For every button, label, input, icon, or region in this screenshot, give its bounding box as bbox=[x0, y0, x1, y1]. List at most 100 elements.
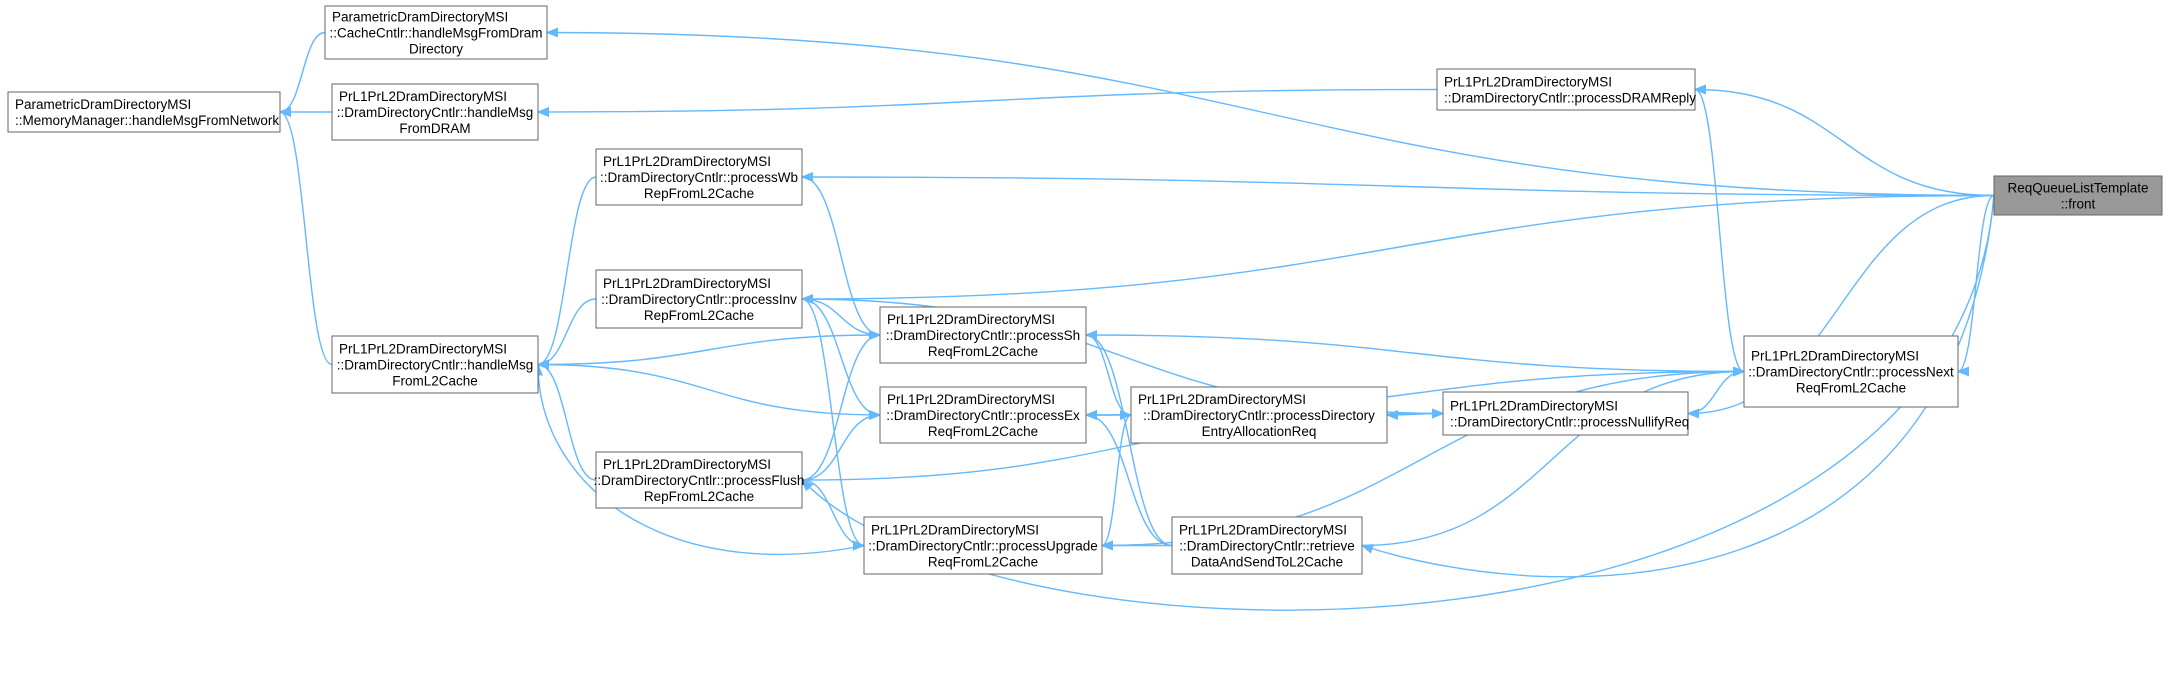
edge-processNext-calls-processDRAMReply bbox=[1694, 90, 1745, 373]
node-processDRAMReply[interactable]: PrL1PrL2DramDirectoryMSI::DramDirectoryC… bbox=[1436, 68, 1696, 111]
node-box bbox=[879, 386, 1087, 444]
node-label-line: PrL1PrL2DramDirectoryMSI bbox=[871, 523, 1039, 538]
node-box bbox=[1993, 175, 2163, 216]
node-label-line: ::DramDirectoryCntlr::handleMsg bbox=[337, 105, 534, 120]
edge-processFlush-calls-handleFromL2 bbox=[537, 365, 597, 481]
node-label-line: ::DramDirectoryCntlr::processUpgrade bbox=[868, 539, 1098, 554]
node-label-line: ParametricDramDirectoryMSI bbox=[15, 97, 191, 112]
node-processNext[interactable]: PrL1PrL2DramDirectoryMSI::DramDirectoryC… bbox=[1743, 335, 1959, 408]
node-label-line: ::DramDirectoryCntlr::processInv bbox=[601, 292, 797, 307]
edge-front-calls-processWb bbox=[802, 177, 1995, 197]
node-processDirAlloc[interactable]: PrL1PrL2DramDirectoryMSI::DramDirectoryC… bbox=[1130, 386, 1388, 444]
node-label-line: PrL1PrL2DramDirectoryMSI bbox=[339, 89, 507, 104]
node-front[interactable]: ReqQueueListTemplate::front bbox=[1993, 175, 2163, 216]
node-label-line: ::DramDirectoryCntlr::processNext bbox=[1748, 365, 1954, 380]
node-box bbox=[879, 306, 1087, 364]
node-label-line: ReqFromL2Cache bbox=[928, 344, 1038, 359]
node-cacheHandleDram[interactable]: ParametricDramDirectoryMSI::CacheCntlr::… bbox=[324, 5, 548, 60]
edge-processNullify-calls-processNext bbox=[1687, 372, 1745, 415]
node-label-line: ::front bbox=[2061, 197, 2096, 212]
edge-processDirAlloc-calls-processUpgrade bbox=[1101, 414, 1132, 546]
node-box bbox=[863, 516, 1103, 575]
edge-processFlush-calls-processUpgrade bbox=[801, 479, 865, 546]
node-label-line: ReqFromL2Cache bbox=[1796, 381, 1906, 396]
node-box bbox=[1130, 386, 1388, 444]
node-label-line: ::DramDirectoryCntlr::processSh bbox=[886, 328, 1080, 343]
edge-handleFromL2-calls-memMgr bbox=[279, 112, 333, 366]
edge-front-calls-cacheHandleDram bbox=[547, 33, 1995, 197]
node-processSh[interactable]: PrL1PrL2DramDirectoryMSI::DramDirectoryC… bbox=[879, 306, 1087, 364]
node-label-line: PrL1PrL2DramDirectoryMSI bbox=[887, 312, 1055, 327]
edge-processWb-calls-handleFromL2 bbox=[537, 176, 597, 365]
node-handleFromDram[interactable]: PrL1PrL2DramDirectoryMSI::DramDirectoryC… bbox=[331, 83, 539, 141]
edge-processEx-calls-handleFromL2 bbox=[538, 365, 881, 416]
node-box bbox=[1171, 516, 1363, 575]
node-processUpgrade[interactable]: PrL1PrL2DramDirectoryMSI::DramDirectoryC… bbox=[863, 516, 1103, 575]
node-label-line: PrL1PrL2DramDirectoryMSI bbox=[1751, 349, 1919, 364]
node-label-line: ::DramDirectoryCntlr::processEx bbox=[886, 408, 1080, 423]
edge-front-calls-processDRAMReply bbox=[1695, 90, 1995, 197]
node-box bbox=[324, 5, 548, 60]
node-label-line: ParametricDramDirectoryMSI bbox=[332, 10, 508, 25]
node-label-line: ReqFromL2Cache bbox=[928, 555, 1038, 570]
node-label-line: ::DramDirectoryCntlr::processFlush bbox=[594, 473, 805, 488]
node-label-line: PrL1PrL2DramDirectoryMSI bbox=[1179, 523, 1347, 538]
edge-retrieve-calls-processSh bbox=[1085, 335, 1173, 547]
edge-processInv-calls-processEx bbox=[801, 298, 881, 415]
node-box bbox=[1436, 68, 1696, 111]
node-processNullify[interactable]: PrL1PrL2DramDirectoryMSI::DramDirectoryC… bbox=[1442, 391, 1689, 436]
node-box bbox=[331, 335, 539, 394]
edge-processWb-calls-processSh bbox=[801, 176, 881, 335]
node-label-line: ::DramDirectoryCntlr::processDRAMReply bbox=[1444, 91, 1696, 106]
node-label-line: RepFromL2Cache bbox=[644, 308, 754, 323]
edge-processSh-calls-handleFromL2 bbox=[538, 334, 881, 365]
node-label-line: PrL1PrL2DramDirectoryMSI bbox=[1138, 392, 1306, 407]
node-label-line: PrL1PrL2DramDirectoryMSI bbox=[887, 392, 1055, 407]
edge-processUpgrade-calls-handleFromL2 bbox=[538, 365, 865, 555]
node-label-line: PrL1PrL2DramDirectoryMSI bbox=[1450, 399, 1618, 414]
node-label-line: ReqFromL2Cache bbox=[928, 424, 1038, 439]
edge-processInv-calls-processUpgrade bbox=[801, 298, 865, 546]
node-label-line: FromL2Cache bbox=[392, 374, 478, 389]
node-label-line: ::DramDirectoryCntlr::handleMsg bbox=[337, 358, 534, 373]
node-box bbox=[1743, 335, 1959, 408]
node-box bbox=[1442, 391, 1689, 436]
nodes-layer: ParametricDramDirectoryMSI::CacheCntlr::… bbox=[7, 5, 2163, 575]
edge-cacheHandleDram-calls-memMgr bbox=[279, 31, 326, 113]
node-processEx[interactable]: PrL1PrL2DramDirectoryMSI::DramDirectoryC… bbox=[879, 386, 1087, 444]
node-retrieve[interactable]: PrL1PrL2DramDirectoryMSI::DramDirectoryC… bbox=[1171, 516, 1363, 575]
edge-retrieve-calls-processEx bbox=[1086, 415, 1173, 547]
node-handleFromL2[interactable]: PrL1PrL2DramDirectoryMSI::DramDirectoryC… bbox=[331, 335, 539, 394]
node-label-line: RepFromL2Cache bbox=[644, 186, 754, 201]
node-processInv[interactable]: PrL1PrL2DramDirectoryMSI::DramDirectoryC… bbox=[595, 269, 803, 329]
node-label-line: RepFromL2Cache bbox=[644, 489, 754, 504]
node-label-line: ReqQueueListTemplate bbox=[2007, 181, 2148, 196]
node-label-line: ::DramDirectoryCntlr::processDirectory bbox=[1143, 408, 1375, 423]
node-box bbox=[595, 269, 803, 329]
node-box bbox=[595, 451, 803, 509]
node-label-line: PrL1PrL2DramDirectoryMSI bbox=[603, 457, 771, 472]
node-label-line: PrL1PrL2DramDirectoryMSI bbox=[603, 154, 771, 169]
node-processWb[interactable]: PrL1PrL2DramDirectoryMSI::DramDirectoryC… bbox=[595, 148, 803, 206]
node-box bbox=[7, 91, 281, 133]
node-label-line: ::CacheCntlr::handleMsgFromDram bbox=[329, 26, 542, 41]
edge-processFlush-calls-processEx bbox=[801, 415, 880, 481]
node-box bbox=[331, 83, 539, 141]
node-label-line: ::DramDirectoryCntlr::processWb bbox=[600, 170, 798, 185]
node-label-line: FromDRAM bbox=[399, 121, 470, 136]
edge-front-calls-processInv bbox=[802, 194, 1995, 300]
edge-front-calls-processNullify bbox=[1688, 194, 1995, 414]
edge-processInv-calls-processSh bbox=[801, 298, 880, 335]
node-label-line: ::DramDirectoryCntlr::retrieve bbox=[1179, 539, 1355, 554]
node-label-line: PrL1PrL2DramDirectoryMSI bbox=[603, 276, 771, 291]
edge-retrieve-calls-processNext bbox=[1361, 372, 1744, 547]
node-processFlush[interactable]: PrL1PrL2DramDirectoryMSI::DramDirectoryC… bbox=[594, 451, 805, 509]
node-label-line: ::MemoryManager::handleMsgFromNetwork bbox=[15, 113, 279, 128]
node-label-line: PrL1PrL2DramDirectoryMSI bbox=[1444, 75, 1612, 90]
node-label-line: ::DramDirectoryCntlr::processNullifyReq bbox=[1450, 415, 1689, 430]
edge-processDRAMReply-calls-handleFromDram bbox=[538, 88, 1438, 113]
node-memMgr[interactable]: ParametricDramDirectoryMSI::MemoryManage… bbox=[7, 91, 281, 133]
node-label-line: PrL1PrL2DramDirectoryMSI bbox=[339, 342, 507, 357]
edge-processFlush-calls-processSh bbox=[801, 335, 881, 481]
